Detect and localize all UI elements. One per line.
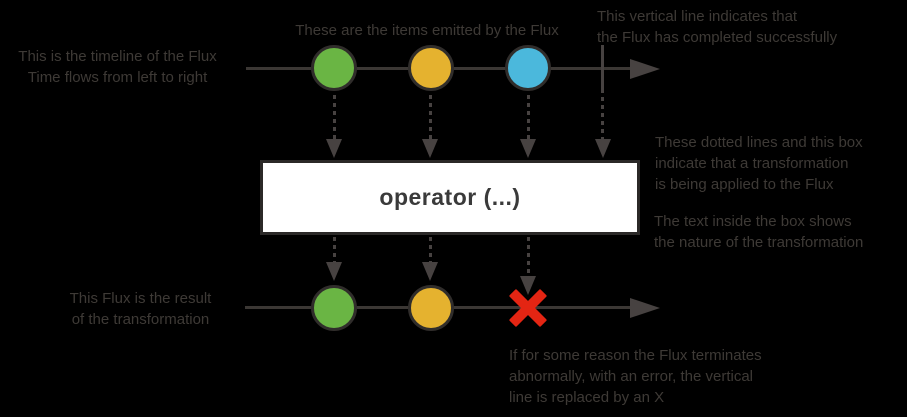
annotation-box-text: The text inside the box shows the nature… [654, 213, 864, 251]
source-marble-green [311, 45, 357, 91]
dotted-line [333, 237, 336, 262]
down-arrowhead-icon [595, 139, 611, 158]
complete-line-icon [601, 45, 604, 93]
error-x-icon [505, 285, 551, 331]
dotted-line [527, 95, 530, 139]
dotted-line [601, 97, 604, 139]
result-marble-green [311, 285, 357, 331]
source-marble-yellow [408, 45, 454, 91]
dotted-line [527, 237, 530, 276]
down-arrowhead-icon [422, 139, 438, 158]
annotation-complete-line: This vertical line indicates that the Fl… [597, 8, 838, 46]
down-arrowhead-icon [326, 262, 342, 281]
result-marble-yellow [408, 285, 454, 331]
result-timeline-arrowhead-icon [630, 298, 660, 318]
operator-box-label: operator (...) [379, 184, 521, 210]
annotation-transformation: These dotted lines and this box indicate… [655, 134, 863, 193]
down-arrowhead-icon [520, 139, 536, 158]
annotation-result-flux: This Flux is the result of the transform… [69, 290, 212, 328]
down-arrowhead-icon [326, 139, 342, 158]
source-marble-blue [505, 45, 551, 91]
source-timeline-arrowhead-icon [630, 59, 660, 79]
dotted-line [429, 95, 432, 139]
dotted-line [333, 95, 336, 139]
annotation-error-x: If for some reason the Flux terminates a… [509, 347, 762, 406]
down-arrowhead-icon [520, 276, 536, 295]
dotted-line [429, 237, 432, 262]
annotation-emitted-items: These are the items emitted by the Flux [295, 22, 559, 39]
annotation-timeline-description: This is the timeline of the Flux Time fl… [18, 48, 217, 86]
operator-box: operator (...) [260, 160, 640, 235]
down-arrowhead-icon [422, 262, 438, 281]
